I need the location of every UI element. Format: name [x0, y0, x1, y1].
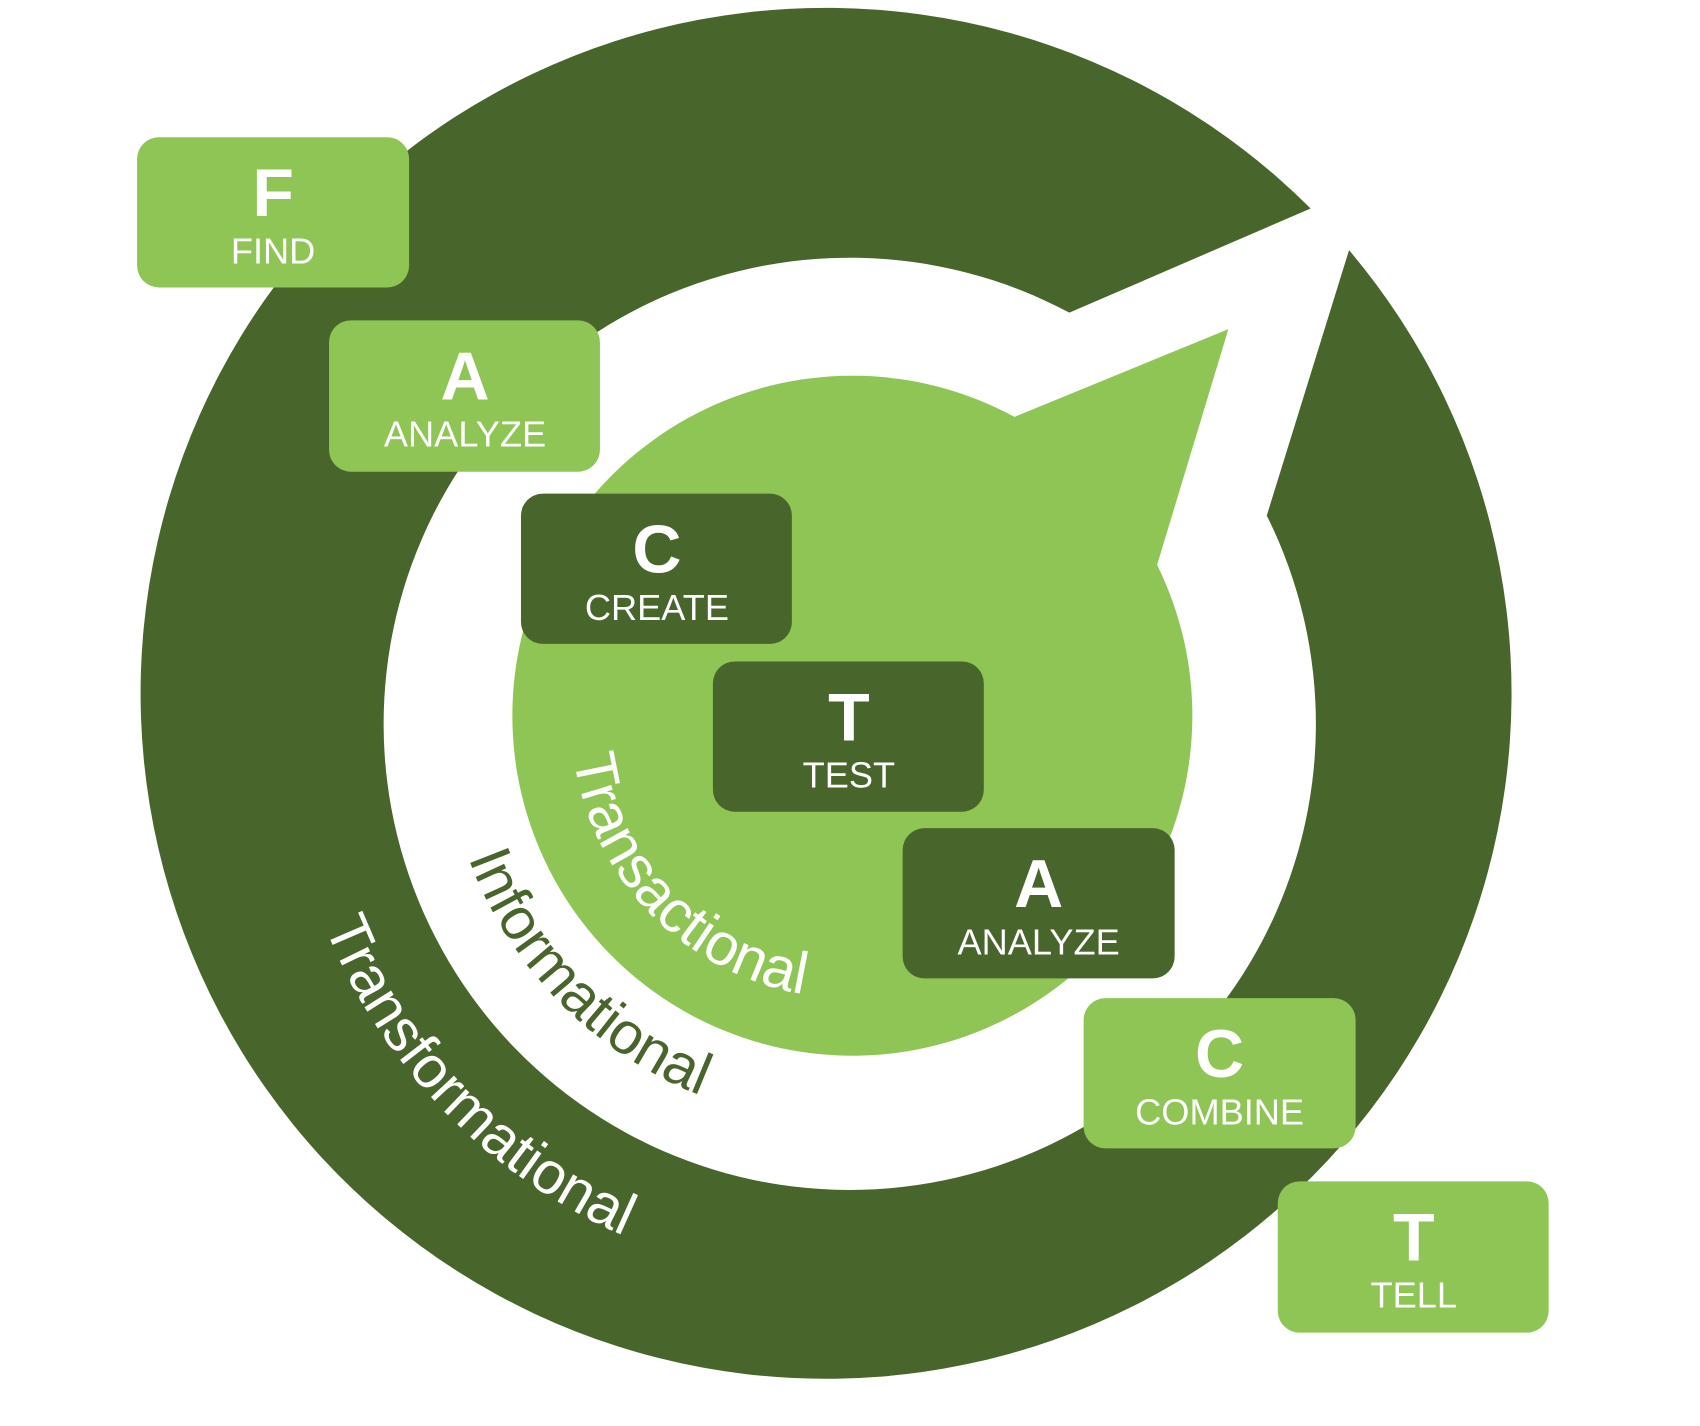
step-letter: T [1393, 1199, 1435, 1275]
step-word: CREATE [585, 587, 729, 628]
step-letter: A [1014, 846, 1063, 922]
step-letter: F [252, 155, 294, 231]
step-word: TEST [803, 755, 895, 796]
step-word: ANALYZE [958, 921, 1120, 962]
step-word: TELL [1370, 1274, 1457, 1315]
step-letter: C [632, 512, 681, 588]
step-analyze-1: A ANALYZE [329, 320, 600, 472]
step-word: FIND [231, 230, 315, 271]
step-test: T TEST [712, 661, 984, 812]
step-create: C CREATE [520, 493, 792, 644]
step-word: COMBINE [1135, 1091, 1304, 1132]
step-analyze-2: A ANALYZE [902, 828, 1175, 979]
step-letter: A [440, 338, 489, 414]
step-find: F FIND [137, 137, 410, 288]
step-combine: C COMBINE [1083, 998, 1356, 1149]
step-tell: T TELL [1277, 1181, 1549, 1333]
step-word: ANALYZE [384, 413, 546, 454]
step-letter: C [1195, 1016, 1244, 1092]
step-letter: T [828, 679, 870, 755]
